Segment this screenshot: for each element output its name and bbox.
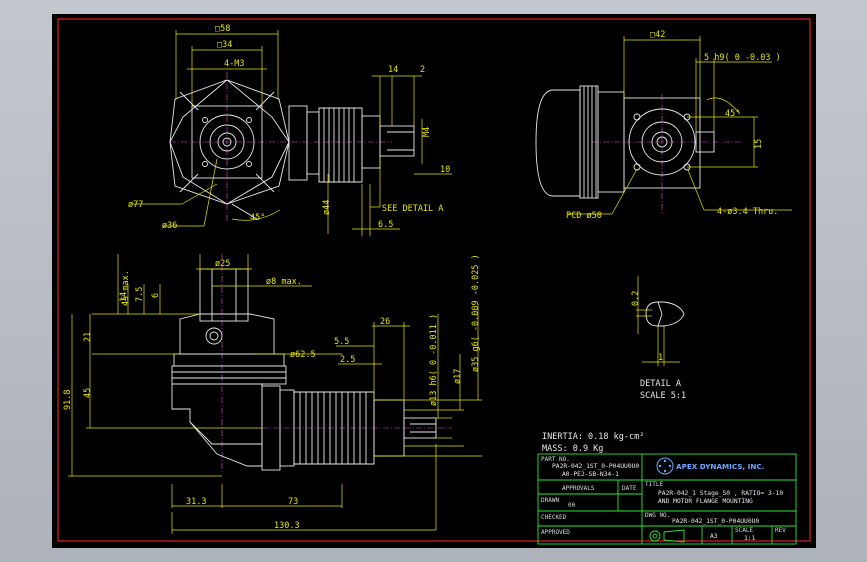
tb-scale: 1:1: [744, 535, 756, 542]
tb-size: A3: [710, 533, 718, 540]
dim-bot-d17: ø17: [453, 369, 463, 384]
dim-bot-75: 7.5: [135, 287, 145, 302]
company-logo-icon: [656, 457, 674, 475]
dim-top-d36: ø36: [162, 221, 177, 231]
tb-title-2: AND MOTOR FLANGE MOUNTING: [658, 498, 753, 505]
dim-top-d77: ø77: [128, 200, 143, 210]
dim-bot-14: 14: [119, 292, 129, 302]
tb-drawn-value: 00: [568, 502, 576, 509]
dim-right-15: 15: [754, 139, 764, 149]
tb-dwg-no: PA2R-042_1ST_0-P04UU0U0: [672, 518, 759, 525]
tb-rev-label: REV: [775, 527, 786, 534]
dim-bot-d625: ø62.5: [290, 350, 316, 360]
dim-bot-21: 21: [83, 332, 93, 342]
tb-approved: APPROVED: [541, 529, 570, 536]
dim-bot-918: 91.8: [63, 390, 73, 410]
dim-right-sq42: □42: [650, 30, 665, 40]
tb-checked: CHECKED: [541, 514, 567, 521]
title-block[interactable]: PART NO. PA2R-042_1ST_0-P04UU0U0 A0-PE2-…: [537, 453, 797, 545]
front-view-dimensions: ø25 ø8 max. 45 max. 14 7.5 6 91.8 21 45 …: [63, 254, 482, 534]
projection-symbol-icon: [649, 529, 685, 543]
tb-approvals: APPROVALS: [562, 485, 595, 492]
dim-right-pcd: PCD ø50: [566, 211, 602, 221]
dim-right-45deg: 45°: [725, 109, 740, 119]
tb-drawn: DRAWN: [541, 497, 559, 504]
tb-company: APEX DYNAMICS, INC.: [676, 462, 764, 471]
dim-top-sq58: □58: [215, 24, 230, 34]
dim-right-holes: 4-ø3.4 Thru.: [717, 207, 778, 217]
drawing-svg: □58 □34 4-M3 14 2 M4 10 SEE DETAIL A ø77…: [57, 18, 811, 545]
tb-dwg-no-label: DWG NO.: [645, 512, 670, 519]
dim-bot-d8max: ø8 max.: [266, 277, 302, 287]
dim-top-sq34: □34: [217, 40, 232, 50]
top-view-dimensions: □58 □34 4-M3 14 2 M4 10 SEE DETAIL A ø77…: [128, 24, 452, 236]
dim-bot-d25: ø25: [215, 259, 230, 269]
detail-scale: SCALE 5:1: [640, 391, 686, 401]
note-inertia: INERTIA: 0.18 kg-cm²: [542, 432, 644, 442]
dim-top-m4: M4: [422, 127, 432, 137]
dim-top-4m3: 4-M3: [224, 59, 244, 69]
dim-bot-45: 45: [83, 388, 93, 398]
dim-top-see-detail: SEE DETAIL A: [382, 204, 443, 214]
drawing-border: [57, 18, 811, 542]
top-view: [169, 72, 415, 222]
dim-detail-1: 1: [658, 353, 663, 363]
tb-part-no-2: A0-PE2-SB-N34-1: [562, 471, 619, 478]
dim-bot-313: 31.3: [186, 497, 206, 507]
tb-part-no-label: PART NO.: [541, 456, 570, 463]
dim-detail-02: 0.2: [631, 291, 641, 306]
dim-right-keyfit: 5 h9( 0 -0.03 ): [704, 53, 781, 63]
dim-bot-25: 2.5: [340, 355, 355, 365]
drawing-canvas[interactable]: □58 □34 4-M3 14 2 M4 10 SEE DETAIL A ø77…: [52, 14, 816, 548]
tb-title-1: PA2R-042_1 Stage_S0 , RATIO= 3-10: [658, 490, 783, 497]
dim-bot-d13h6: ø13 h6( 0 -0.011 ): [429, 314, 439, 406]
dim-bot-45max: 45 max.: [121, 270, 131, 306]
dim-top-d44: ø44: [322, 200, 332, 215]
dim-bot-73: 73: [288, 497, 298, 507]
front-view: [171, 254, 452, 474]
detail-a: 0.2 1 DETAIL A SCALE 5:1: [631, 276, 686, 401]
tb-part-no-1: PA2R-042_1ST_0-P04UU0U0: [552, 463, 639, 470]
dim-top-45deg: 45°: [250, 213, 265, 223]
tb-date: DATE: [622, 485, 637, 492]
dim-top-2: 2: [420, 65, 425, 75]
dim-top-65: 6.5: [378, 220, 393, 230]
dim-bot-55: 5.5: [334, 337, 349, 347]
dim-bot-1303: 130.3: [274, 521, 300, 531]
note-mass: MASS: 0.9 Kg: [542, 444, 603, 454]
right-view-dimensions: □42 5 h9( 0 -0.03 ) 45° 15 PCD ø50 4-ø3.…: [566, 30, 792, 221]
detail-label: DETAIL A: [640, 379, 681, 389]
right-view: [535, 85, 742, 214]
dim-bot-6: 6: [151, 293, 161, 298]
dim-bot-26: 26: [380, 317, 390, 327]
tb-scale-label: SCALE: [735, 527, 753, 534]
dim-top-10: 10: [440, 165, 450, 175]
tb-title-label: TITLE: [645, 481, 663, 488]
dim-top-14: 14: [388, 65, 398, 75]
dim-bot-d35g6: ø35 g6( -0.009 -0.025 ): [471, 254, 481, 372]
